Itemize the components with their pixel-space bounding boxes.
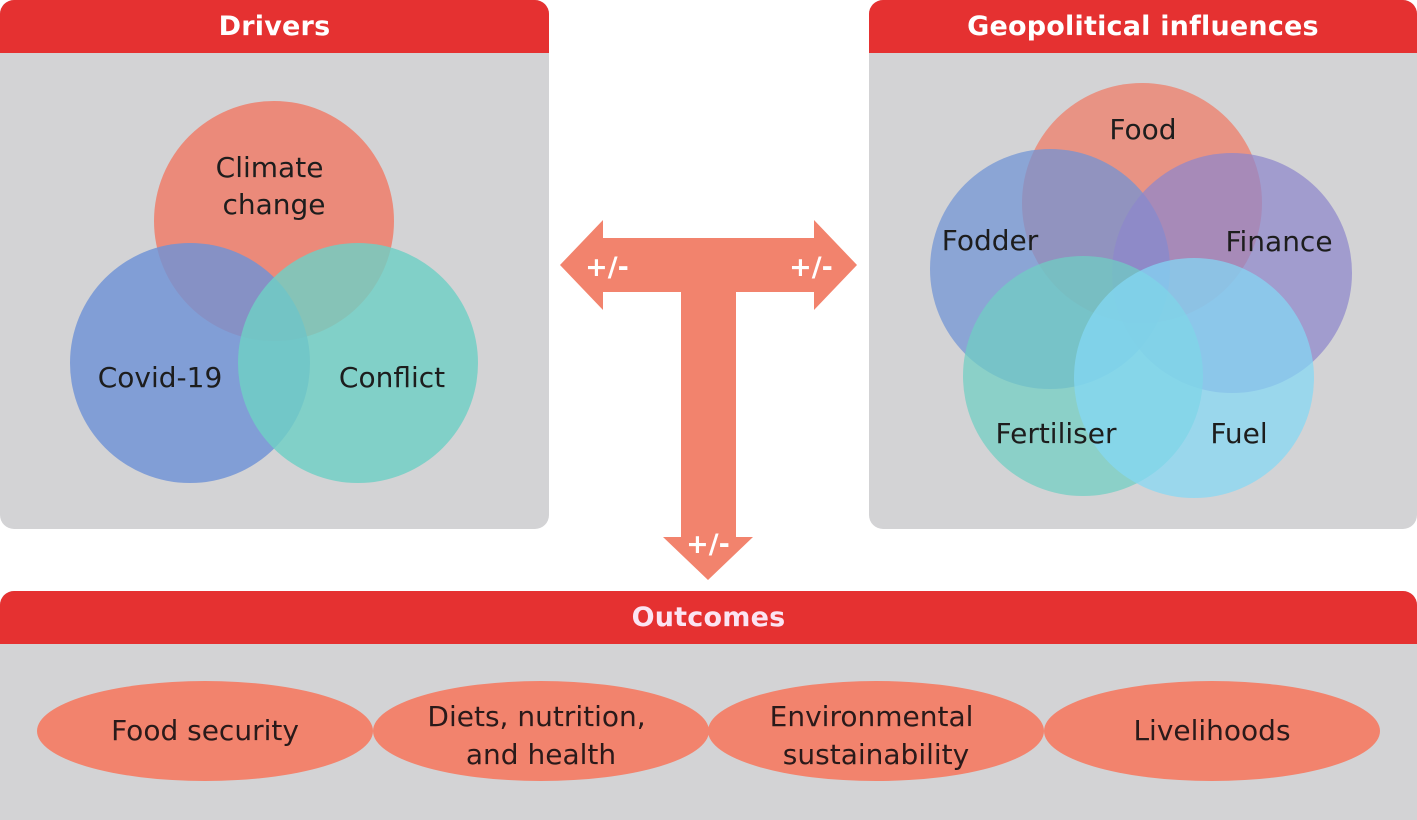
outcome-food-security: Food security: [37, 681, 373, 781]
food-security-label: Food security: [111, 714, 299, 747]
conflict-label: Conflict: [339, 361, 445, 394]
right-sign-label: +/-: [789, 252, 833, 283]
finance-label: Finance: [1225, 225, 1332, 258]
outcome-environmental-sustainability: Environmental sustainability: [708, 681, 1044, 781]
environmental-sustainability-label: Environmental sustainability: [770, 700, 983, 771]
covid-19-circle: [70, 243, 310, 483]
food-label: Food: [1109, 113, 1176, 146]
conflict-circle: [238, 243, 478, 483]
fuel-circle: [1074, 258, 1314, 498]
down-sign-label: +/-: [686, 529, 730, 560]
connector-arrows: [560, 220, 857, 580]
down-arrow: [663, 292, 753, 580]
covid-19-label: Covid-19: [98, 361, 223, 394]
outcome-livelihoods: Livelihoods: [1044, 681, 1380, 781]
drivers-venn: [70, 101, 478, 483]
outcome-diets-nutrition-health: Diets, nutrition, and health: [373, 681, 709, 781]
fuel-label: Fuel: [1210, 417, 1267, 450]
left-sign-label: +/-: [585, 252, 629, 283]
fertiliser-label: Fertiliser: [996, 417, 1117, 450]
geopolitical-header: Geopolitical influences: [869, 0, 1417, 53]
food-security-oval: [37, 681, 373, 781]
drivers-labels: Climate change Covid-19 Conflict: [98, 151, 445, 394]
environmental-sustainability-oval: [708, 681, 1044, 781]
geopolitical-labels: Food Fodder Finance Fertiliser Fuel: [942, 113, 1333, 450]
drivers-header: Drivers: [0, 0, 549, 53]
outcomes-header: Outcomes: [0, 591, 1417, 644]
diets-nutrition-health-oval: [373, 681, 709, 781]
livelihoods-oval: [1044, 681, 1380, 781]
bidirectional-arrow: [560, 220, 857, 310]
outcome-ovals: Food security Diets, nutrition, and heal…: [37, 681, 1380, 781]
diets-nutrition-health-label: Diets, nutrition, and health: [427, 700, 654, 771]
climate-change-label: Climate change: [216, 151, 333, 221]
fodder-label: Fodder: [942, 224, 1039, 257]
geopolitical-venn: [930, 83, 1352, 498]
livelihoods-label: Livelihoods: [1133, 714, 1290, 747]
